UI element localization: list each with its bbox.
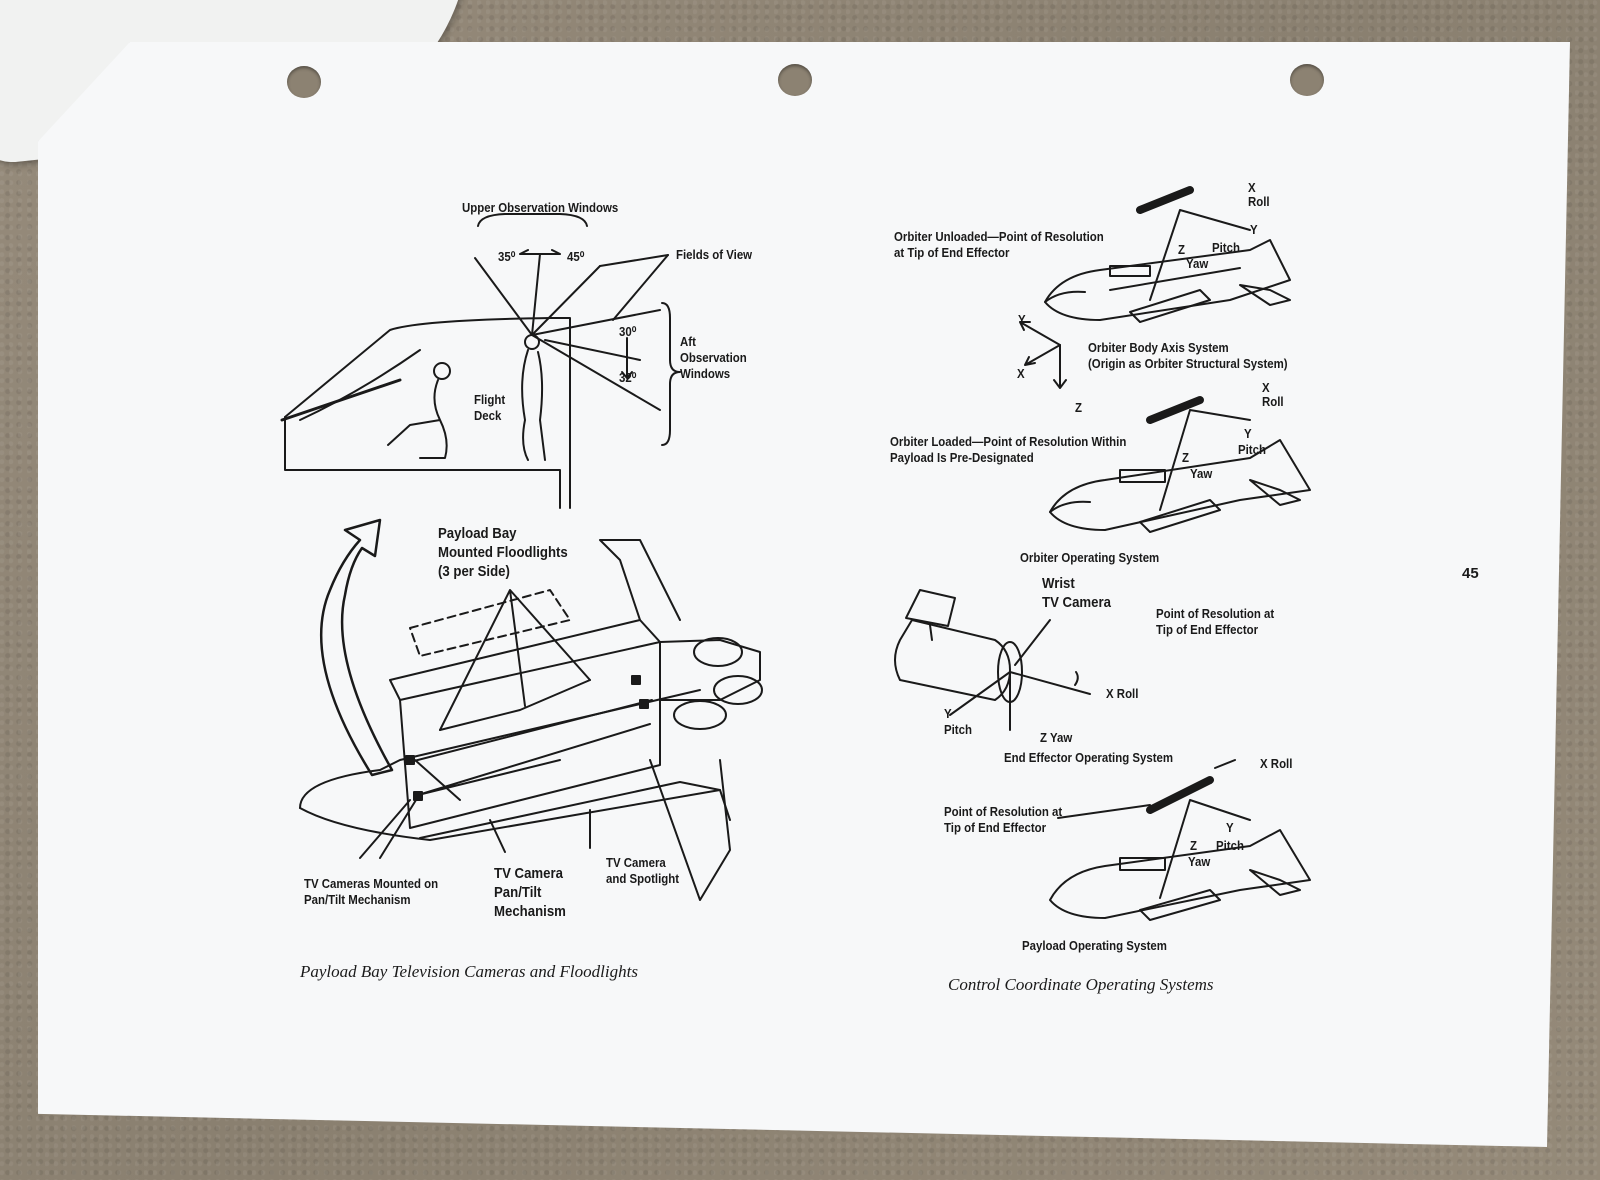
orbiter-loaded-drawing — [1049, 396, 1311, 533]
axis-y-label-3: Y — [1226, 820, 1234, 835]
angle-45-label: 45⁰ — [567, 249, 585, 264]
left-figure-caption: Payload Bay Television Cameras and Flood… — [300, 962, 638, 981]
tv-camera-spotlight-label: TV Camera and Spotlight — [606, 855, 680, 886]
curved-arrow — [320, 518, 394, 777]
wrist-tv-camera-label: Wrist TV Camera — [1042, 575, 1111, 611]
body-axis-drawing — [1019, 321, 1067, 389]
z-yaw-label: Z Yaw — [1040, 730, 1073, 745]
pitch-label-3: Pitch — [1216, 838, 1244, 853]
upper-observation-windows-label: Upper Observation Windows — [462, 200, 619, 215]
document-page — [38, 42, 1570, 1147]
body-axis-z-label: Z — [1075, 400, 1082, 415]
orbiter-operating-system-label: Orbiter Operating System — [1020, 550, 1160, 565]
y-pitch-label: Y Pitch — [944, 706, 972, 737]
aft-observation-windows-label: Aft Observation Windows — [680, 334, 747, 381]
body-axis-system-label: Orbiter Body Axis System (Origin as Orbi… — [1088, 340, 1288, 371]
angle-35-label: 35⁰ — [498, 249, 516, 264]
body-axis-x-label: X — [1017, 366, 1025, 381]
orbiter-unloaded-label: Orbiter Unloaded—Point of Resolution at … — [894, 229, 1104, 260]
point-of-resolution-tip-label-2: Point of Resolution at Tip of End Effect… — [944, 804, 1063, 835]
axis-y-label-2: Y — [1244, 426, 1252, 441]
page-number: 45 — [1462, 565, 1479, 582]
yaw-label-2: Yaw — [1190, 466, 1213, 481]
tv-camera-mechanism-label: TV Camera Pan/Tilt Mechanism — [494, 865, 566, 920]
axis-z-label-2: Z — [1182, 450, 1189, 465]
pitch-label-1: Pitch — [1212, 240, 1240, 255]
body-axis-y-label: Y — [1018, 312, 1026, 327]
binder-hole — [778, 64, 812, 96]
end-effector-drawing — [894, 589, 1091, 731]
payload-operating-system-label: Payload Operating System — [1022, 938, 1167, 953]
flight-deck-label: Flight Deck — [474, 392, 506, 423]
yaw-label-3: Yaw — [1188, 854, 1211, 869]
orbiter-payload-drawing — [1049, 759, 1311, 921]
yaw-label-1: Yaw — [1186, 256, 1209, 271]
orbiter-unloaded-drawing — [1044, 186, 1291, 323]
roll-label-2: Roll — [1262, 394, 1284, 409]
axis-y-label-1: Y — [1250, 222, 1258, 237]
axis-x-label-1: X — [1248, 180, 1256, 195]
x-roll-label: X Roll — [1106, 686, 1139, 701]
orbiter-loaded-label: Orbiter Loaded—Point of Resolution Withi… — [890, 434, 1127, 465]
x-roll-label-2: X Roll — [1260, 756, 1293, 771]
binder-hole — [1290, 64, 1324, 96]
axis-z-label-1: Z — [1178, 242, 1185, 257]
floodlights-label: Payload Bay Mounted Floodlights (3 per S… — [438, 525, 568, 580]
end-effector-system-label: End Effector Operating System — [1004, 750, 1174, 765]
axis-x-label-2: X — [1262, 380, 1270, 395]
fields-of-view-label: Fields of View — [676, 247, 753, 262]
axis-z-label-3: Z — [1190, 838, 1197, 853]
binder-hole — [287, 66, 321, 98]
roll-label-1: Roll — [1248, 194, 1270, 209]
angle-32-label: 32⁰ — [619, 370, 637, 385]
angle-30-label: 30⁰ — [619, 324, 637, 339]
point-of-resolution-tip-label: Point of Resolution at Tip of End Effect… — [1156, 606, 1275, 637]
pitch-label-2: Pitch — [1238, 442, 1266, 457]
right-figure-caption: Control Coordinate Operating Systems — [948, 975, 1214, 994]
orbiter-payload-bay — [299, 539, 763, 901]
flight-deck-cutaway — [280, 213, 681, 509]
tv-cameras-pan-tilt-label: TV Cameras Mounted on Pan/Tilt Mechanism — [304, 876, 439, 907]
